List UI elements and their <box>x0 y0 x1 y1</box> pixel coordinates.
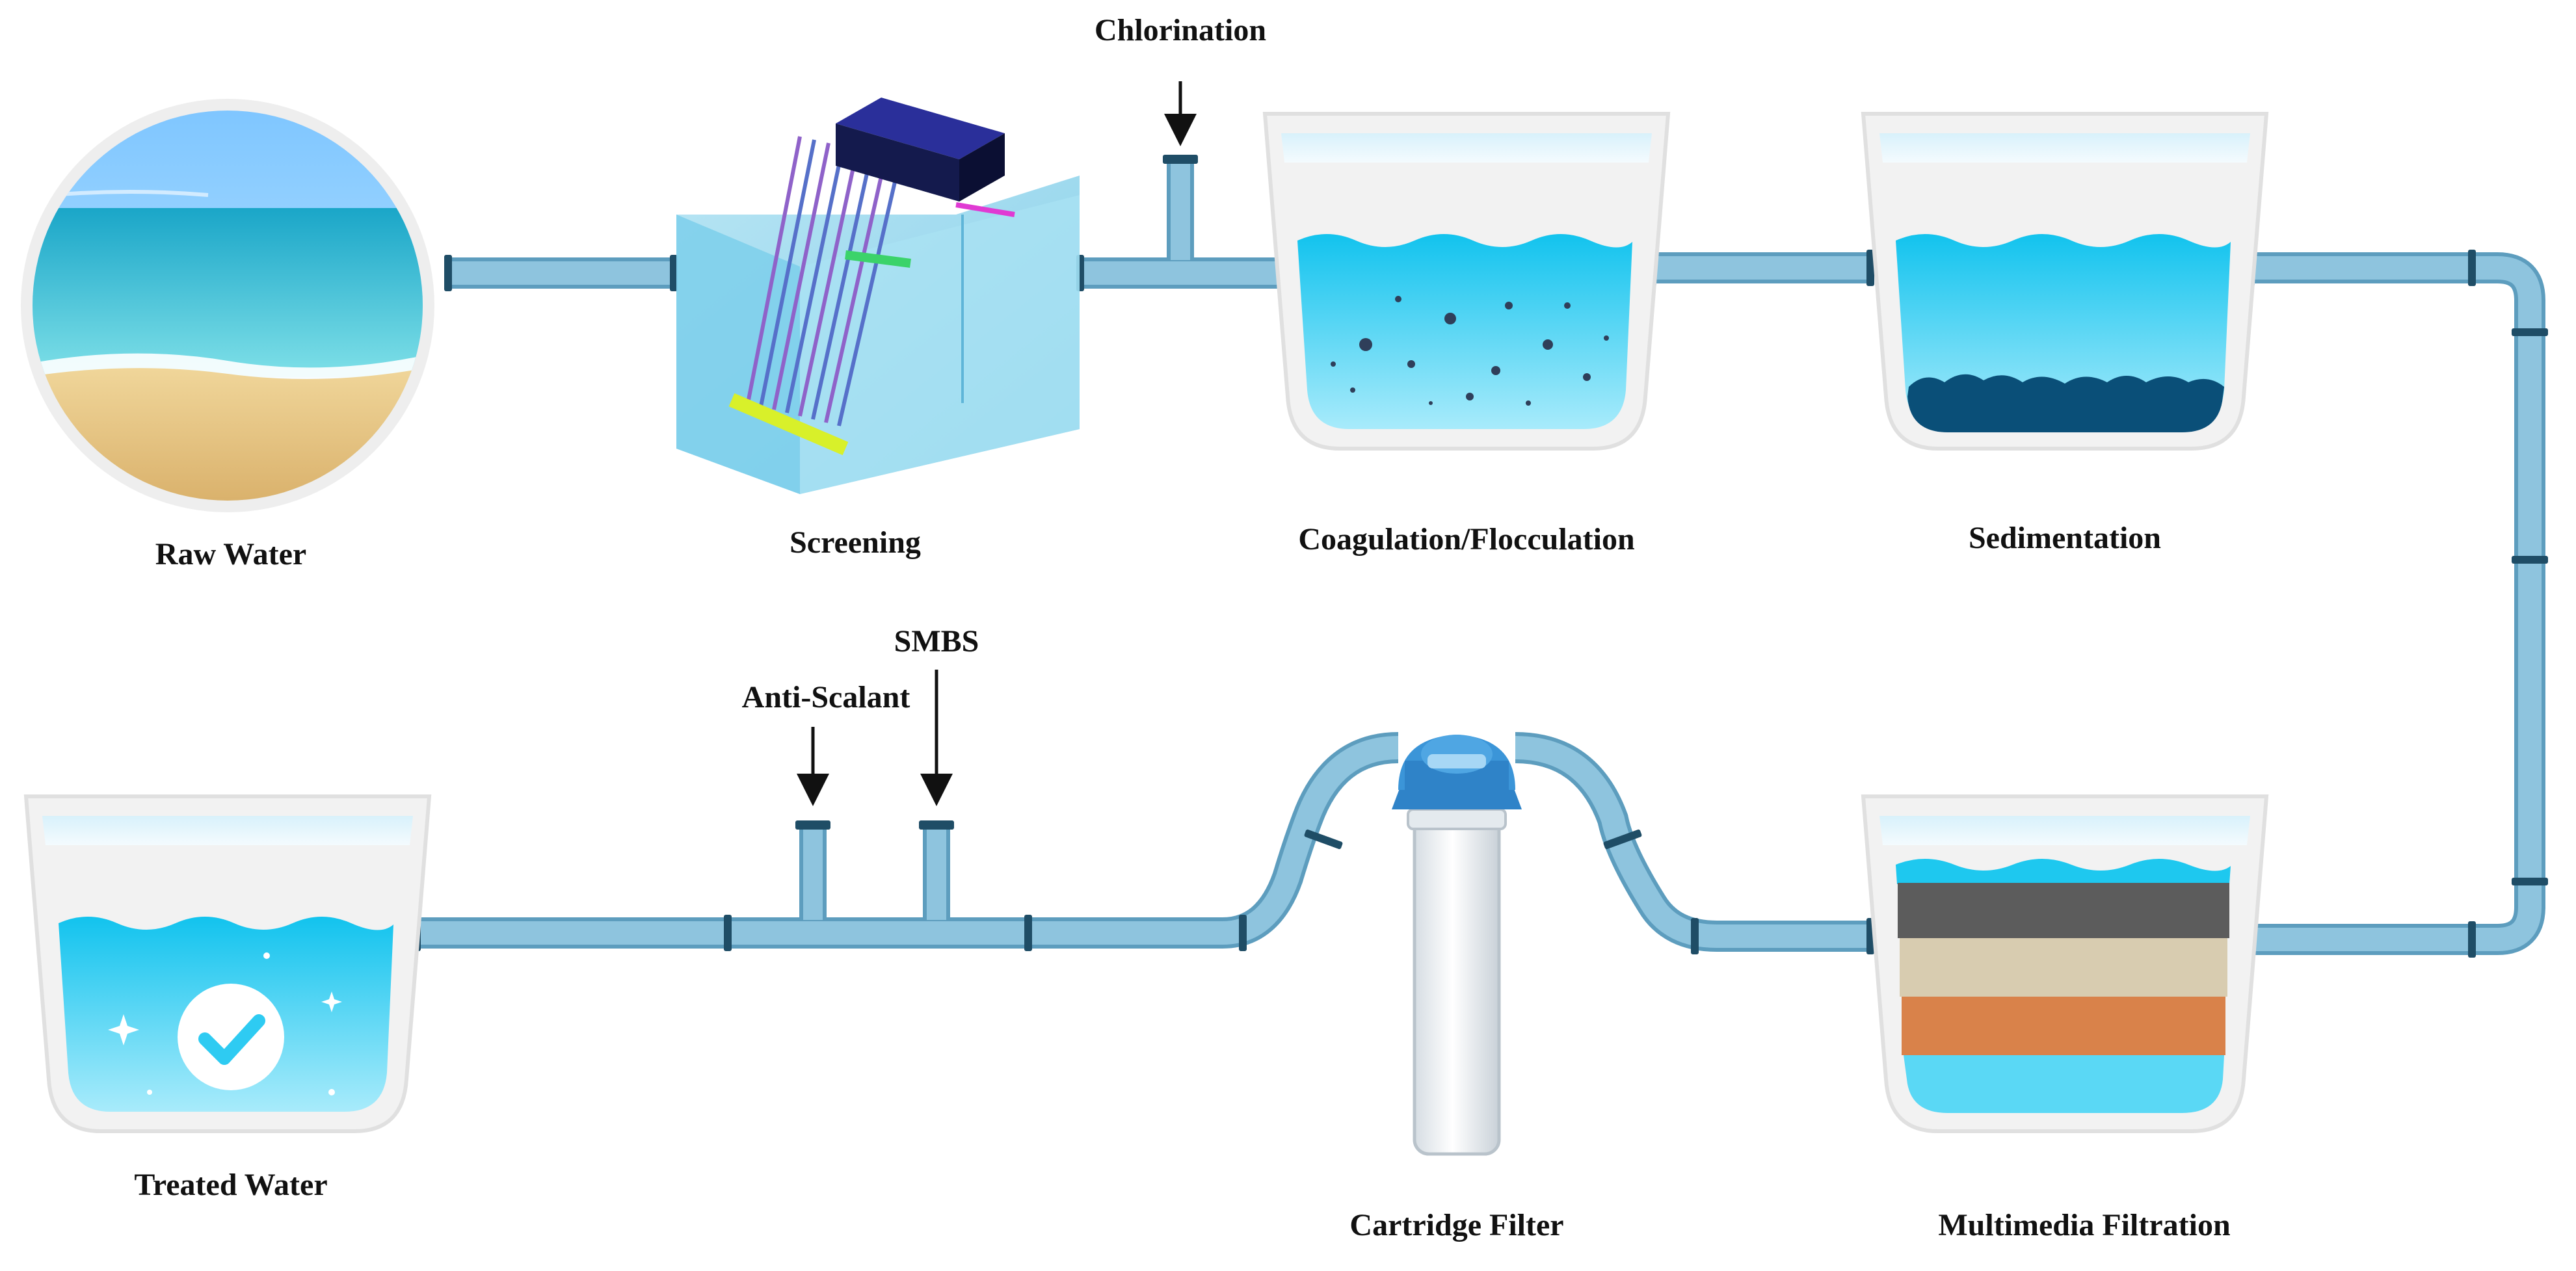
label-cartridge-filter: Cartridge Filter <box>1349 1208 1563 1242</box>
label-multimedia-filtration: Multimedia Filtration <box>1938 1208 2230 1242</box>
label-raw-water: Raw Water <box>155 537 306 571</box>
pipe-cartridge-to-dosing <box>416 732 1399 949</box>
label-coagulation: Coagulation/Flocculation <box>1298 522 1634 557</box>
dosing-arrows <box>797 81 1197 806</box>
check-icon <box>178 984 284 1090</box>
label-anti-scalant: Anti-Scalant <box>742 680 910 714</box>
treated-water-tank-illustration <box>23 794 432 1133</box>
sedimentation-tank-illustration <box>1861 112 2269 451</box>
pipe-sedimentation-to-multimedia <box>2247 252 2545 955</box>
screening-tank-illustration <box>676 98 1080 494</box>
label-chlorination: Chlorination <box>1095 13 1266 47</box>
label-sedimentation: Sedimentation <box>1969 521 2161 555</box>
coagulation-tank-illustration <box>1262 112 1671 451</box>
label-treated-water: Treated Water <box>134 1168 327 1202</box>
label-screening: Screening <box>790 525 921 560</box>
cartridge-filter-illustration <box>1392 735 1522 1156</box>
labels: Chlorination Raw Water Screening Coagula… <box>134 13 2230 1242</box>
pipe-network <box>416 163 2545 955</box>
pipe-multimedia-to-cartridge <box>1515 732 1873 952</box>
multimedia-filter-illustration <box>1861 794 2269 1133</box>
raw-water-illustration <box>21 99 434 512</box>
sparkle-icons <box>108 952 342 1095</box>
label-smbs: SMBS <box>894 624 979 659</box>
